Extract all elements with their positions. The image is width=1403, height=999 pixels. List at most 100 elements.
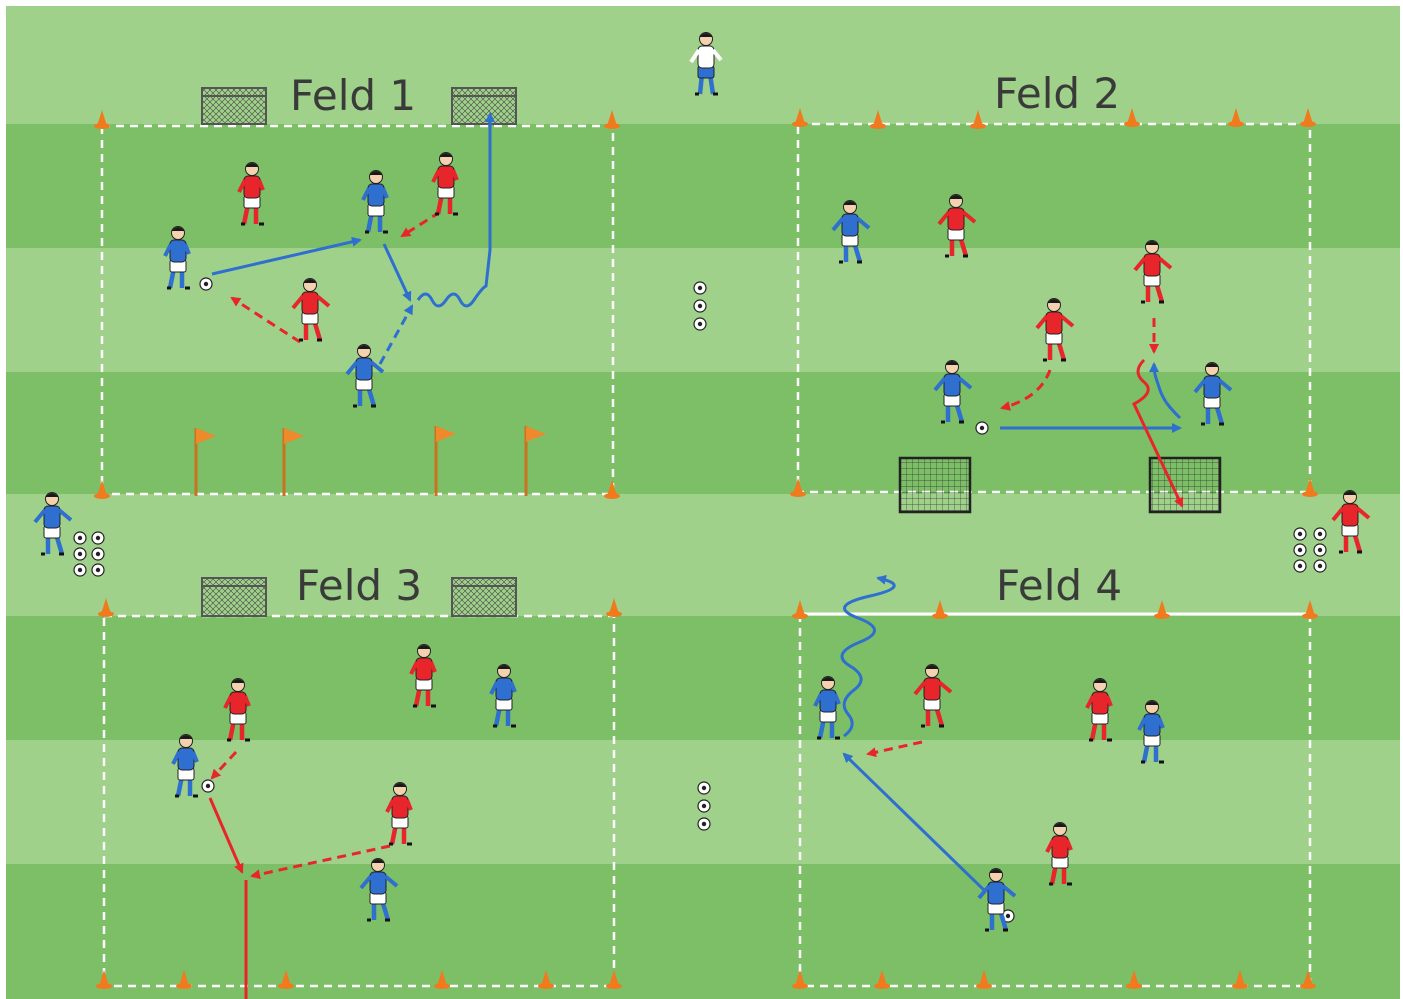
feld-1-boundary [100, 124, 615, 496]
field-boundaries [100, 122, 1312, 988]
ball [201, 779, 215, 793]
player-blue [361, 170, 389, 234]
ball [693, 299, 707, 313]
player-red [431, 152, 459, 216]
corner-flag [524, 426, 546, 496]
player-blue [171, 734, 199, 798]
mini-goal [1148, 456, 1222, 514]
cone [96, 970, 112, 989]
player-red [1331, 490, 1371, 554]
ball [1313, 559, 1327, 573]
dribble-arrow [840, 574, 896, 738]
corner-flag [194, 428, 216, 496]
ball [1313, 543, 1327, 557]
run-arrow [400, 210, 441, 238]
mini-goal [201, 577, 267, 617]
player-red [1085, 678, 1113, 742]
mini-goal [201, 87, 267, 125]
cone [98, 598, 114, 617]
feld-4-boundary-dashed [798, 614, 1312, 988]
feld-2-label: Feld 2 [994, 69, 1120, 118]
cone [970, 110, 986, 129]
mini-goal [898, 456, 972, 514]
arrows [208, 112, 1184, 999]
player-blue [359, 858, 399, 922]
cone [1228, 108, 1244, 127]
corner-flag [282, 428, 304, 496]
cone [1126, 970, 1142, 989]
ball [73, 547, 87, 561]
ball [697, 817, 711, 831]
ball [1293, 543, 1307, 557]
player-red [409, 644, 437, 708]
cone [1124, 108, 1140, 127]
feld-1-label: Feld 1 [290, 71, 416, 120]
cone [792, 600, 808, 619]
dribble-arrow [1149, 362, 1182, 420]
run-arrow [378, 304, 414, 365]
players [33, 32, 1371, 932]
feld-2-boundary [796, 122, 1312, 494]
mini-goal [451, 577, 517, 617]
corner-flag [434, 426, 456, 496]
cone [538, 970, 554, 989]
cone [932, 600, 948, 619]
player-blue [977, 868, 1017, 932]
player-red [1133, 240, 1173, 304]
pass-arrow [842, 752, 988, 894]
run-arrow [210, 750, 238, 780]
pass-arrow [382, 243, 412, 302]
cone [1300, 970, 1316, 989]
ball [1293, 559, 1307, 573]
grass-stripe [6, 864, 1400, 999]
mini-goals-feld-2 [898, 456, 1222, 514]
cone [604, 480, 620, 499]
player-red [385, 782, 413, 846]
ball [199, 277, 213, 291]
run-arrow [230, 296, 301, 344]
grass-stripe [6, 124, 1400, 248]
ball [1293, 527, 1307, 541]
pass-arrow [211, 236, 362, 276]
player-red [223, 678, 251, 742]
cone [606, 970, 622, 989]
run-arrow [866, 740, 923, 758]
run-arrow [1000, 369, 1052, 411]
player-blue [831, 200, 871, 264]
cone [874, 970, 890, 989]
cone [176, 970, 192, 989]
ball [697, 799, 711, 813]
dribble-arrow [1132, 358, 1184, 508]
player-blue [813, 676, 841, 740]
cone [434, 970, 450, 989]
player-red [913, 664, 953, 728]
cone [1302, 478, 1318, 497]
cone [1154, 600, 1170, 619]
feld-3-boundary [102, 614, 616, 988]
cone [278, 970, 294, 989]
ball [1313, 527, 1327, 541]
pass-arrow [208, 797, 244, 874]
ball [73, 531, 87, 545]
balls [73, 277, 1327, 923]
player-red [1035, 298, 1075, 362]
ball [693, 281, 707, 295]
ball [693, 317, 707, 331]
player-red [937, 194, 977, 258]
ball [697, 781, 711, 795]
corner-flags [194, 426, 546, 496]
cones [94, 108, 1318, 989]
player-blue [33, 492, 73, 556]
coach [689, 32, 723, 96]
ball [975, 421, 989, 435]
player-blue [489, 664, 517, 728]
player-blue [933, 360, 973, 424]
ball [91, 547, 105, 561]
feld-4-label: Feld 4 [996, 561, 1122, 610]
cone [604, 110, 620, 129]
player-red [237, 162, 265, 226]
cone [1302, 600, 1318, 619]
ball [91, 531, 105, 545]
